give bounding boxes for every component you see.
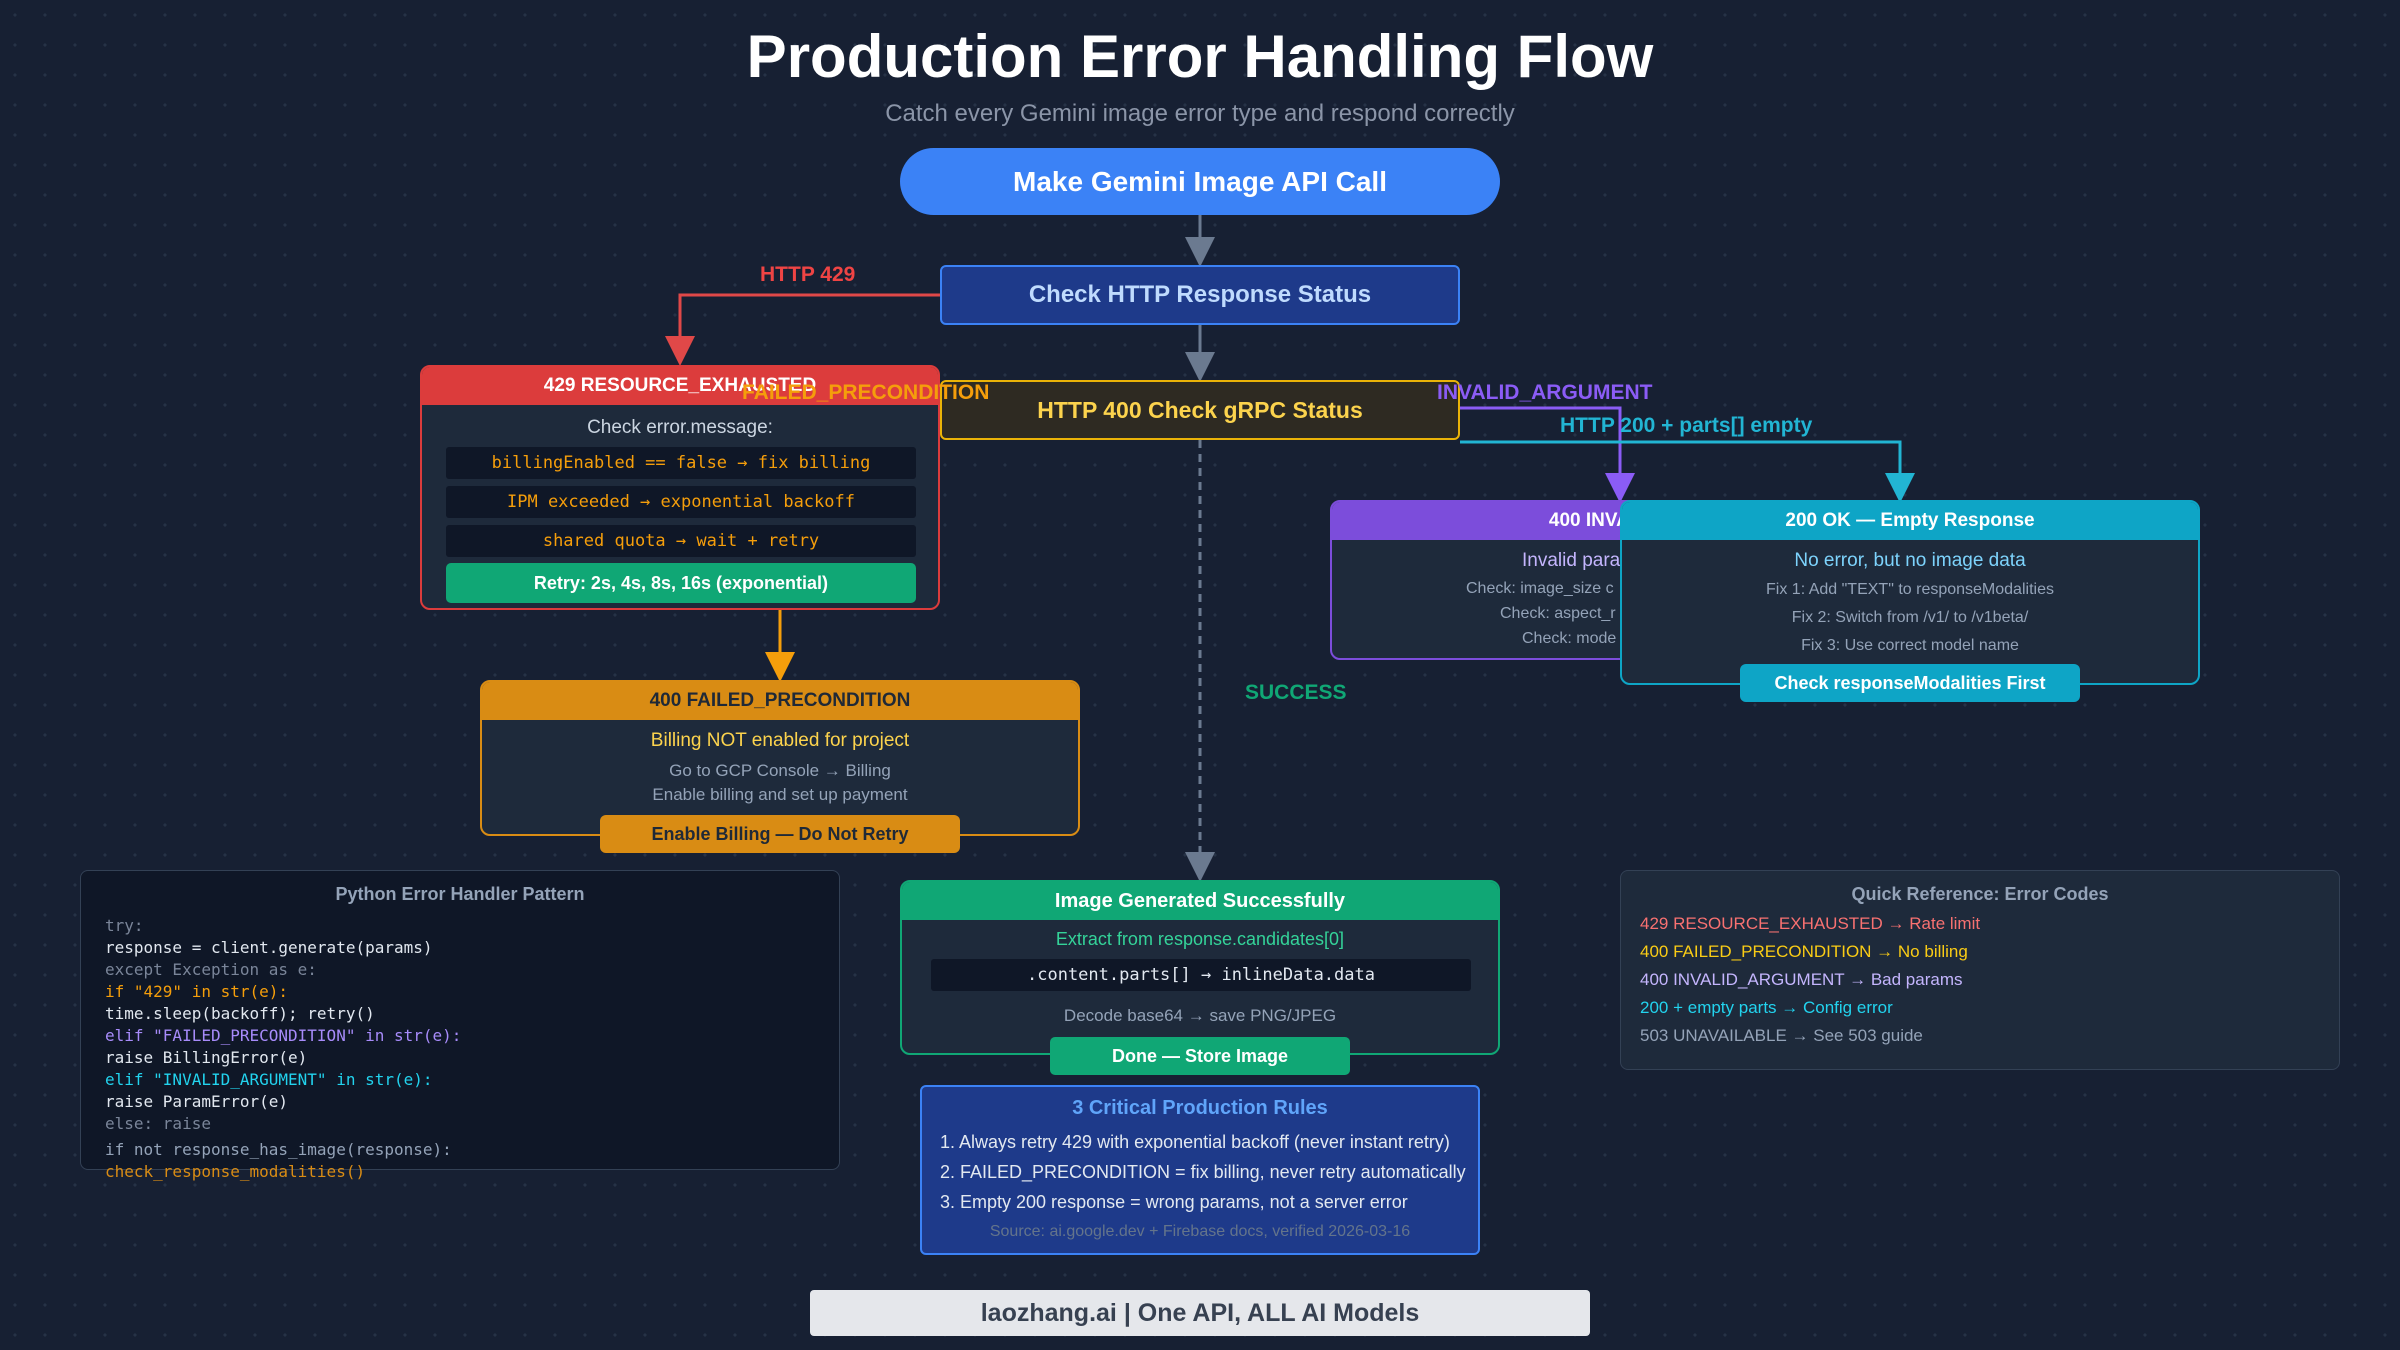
list-item: IPM exceeded → exponential backoff: [446, 486, 916, 518]
code-chip: .content.parts[] → inlineData.data: [931, 959, 1471, 991]
card-subtitle: Extract from response.candidates[0]: [1055, 929, 1345, 949]
check-grpc-status-node: HTTP 400 Check gRPC Status: [940, 380, 1460, 440]
reference-item: 400 INVALID_ARGUMENT → Bad params: [1640, 970, 1963, 989]
card-line: Go to GCP Console → Billing: [669, 761, 891, 780]
quick-reference-title: Quick Reference: Error Codes: [1851, 884, 2109, 904]
card-line: Check: mode: [1522, 630, 1617, 647]
card-line: Fix 2: Switch from /v1/ to /v1beta/: [1791, 609, 2029, 626]
arrow-http-200-empty: [1460, 440, 1915, 503]
card-subtitle: Check error.message:: [587, 417, 773, 438]
card-failed-precondition: 400 FAILED_PRECONDITION Billing NOT enab…: [480, 680, 1080, 836]
list-item: shared quota → wait + retry: [446, 525, 916, 557]
code-line: if not response_has_image(response):: [105, 1140, 452, 1159]
rule-item: 1. Always retry 429 with exponential bac…: [940, 1132, 1450, 1152]
reference-item: 429 RESOURCE_EXHAUSTED → Rate limit: [1640, 914, 1981, 933]
card-title: 200 OK — Empty Response: [1622, 502, 2198, 540]
card-line: Enable billing and set up payment: [652, 785, 908, 804]
card-resource-exhausted: 429 RESOURCE_EXHAUSTED Check error.messa…: [420, 365, 940, 610]
code-line: raise BillingError(e): [105, 1048, 308, 1067]
code-line: except Exception as e:: [105, 960, 317, 979]
card-line: Check: image_size c: [1466, 580, 1614, 597]
card-line: Check: aspect_r: [1500, 605, 1616, 622]
reference-item: 200 + empty parts → Config error: [1640, 998, 1893, 1017]
retry-action-badge: Retry: 2s, 4s, 8s, 16s (exponential): [446, 563, 916, 603]
code-line: response = client.generate(params): [105, 938, 433, 957]
code-line: try:: [105, 916, 144, 935]
python-handler-panel: [80, 870, 840, 1170]
rules-title: 3 Critical Production Rules: [1072, 1097, 1328, 1119]
edge-label-invalid-argument: INVALID_ARGUMENT: [1437, 381, 1653, 404]
edge-label-http-200-empty: HTTP 200 + parts[] empty: [1560, 414, 1813, 437]
card-subtitle: Invalid para: [1522, 550, 1621, 571]
edge-label-http-429: HTTP 429: [760, 263, 856, 286]
card-subtitle: Billing NOT enabled for project: [650, 730, 910, 751]
rule-item: 3. Empty 200 response = wrong params, no…: [940, 1192, 1408, 1212]
quick-reference-panel: [1620, 870, 2340, 1070]
code-line: if "429" in str(e):: [105, 982, 289, 1001]
code-line: raise ParamError(e): [105, 1092, 289, 1111]
code-line: elif "INVALID_ARGUMENT" in str(e):: [105, 1070, 433, 1089]
production-rules-panel: [920, 1085, 1480, 1255]
enable-billing-badge: Enable Billing — Do Not Retry: [600, 815, 960, 853]
card-title: Image Generated Successfully: [902, 882, 1498, 920]
rules-source: Source: ai.google.dev + Firebase docs, v…: [989, 1223, 1411, 1240]
list-item: billingEnabled == false → fix billing: [446, 447, 916, 479]
edge-label-failed-precondition: FAILED_PRECONDITION: [742, 381, 990, 404]
start-node-api-call: Make Gemini Image API Call: [900, 148, 1500, 215]
arrow-invalid-argument: [1460, 406, 1635, 503]
rule-item: 2. FAILED_PRECONDITION = fix billing, ne…: [940, 1162, 1466, 1182]
card-line: Fix 3: Use correct model name: [1801, 637, 2019, 654]
code-line: check_response_modalities(): [105, 1162, 366, 1181]
card-title: 429 RESOURCE_EXHAUSTED: [422, 367, 938, 405]
reference-item: 400 FAILED_PRECONDITION → No billing: [1640, 942, 1968, 961]
python-panel-title: Python Error Handler Pattern: [335, 884, 585, 904]
card-title: 400 FAILED_PRECONDITION: [482, 682, 1078, 720]
check-modalities-badge: Check responseModalities First: [1740, 664, 2080, 702]
arrow-http-429: [665, 293, 940, 366]
done-store-badge: Done — Store Image: [1050, 1037, 1350, 1075]
card-empty-response: 200 OK — Empty Response No error, but no…: [1620, 500, 2200, 685]
edge-label-success: SUCCESS: [1245, 681, 1347, 704]
page-title: Production Error Handling Flow: [746, 23, 1654, 90]
check-http-status-node: Check HTTP Response Status: [940, 265, 1460, 325]
card-line: Fix 1: Add "TEXT" to responseModalities: [1766, 581, 2054, 598]
card-subtitle: No error, but no image data: [1794, 550, 2026, 571]
card-success: Image Generated Successfully Extract fro…: [900, 880, 1500, 1055]
code-line: time.sleep(backoff); retry(): [105, 1004, 375, 1023]
code-line: elif "FAILED_PRECONDITION" in str(e):: [105, 1026, 462, 1045]
footer-brand-banner: laozhang.ai | One API, ALL AI Models: [810, 1290, 1590, 1336]
page-subtitle: Catch every Gemini image error type and …: [885, 100, 1515, 127]
code-line: else: raise: [105, 1114, 211, 1133]
card-line: Decode base64 → save PNG/JPEG: [1063, 1006, 1337, 1025]
reference-item: 503 UNAVAILABLE → See 503 guide: [1640, 1026, 1923, 1045]
